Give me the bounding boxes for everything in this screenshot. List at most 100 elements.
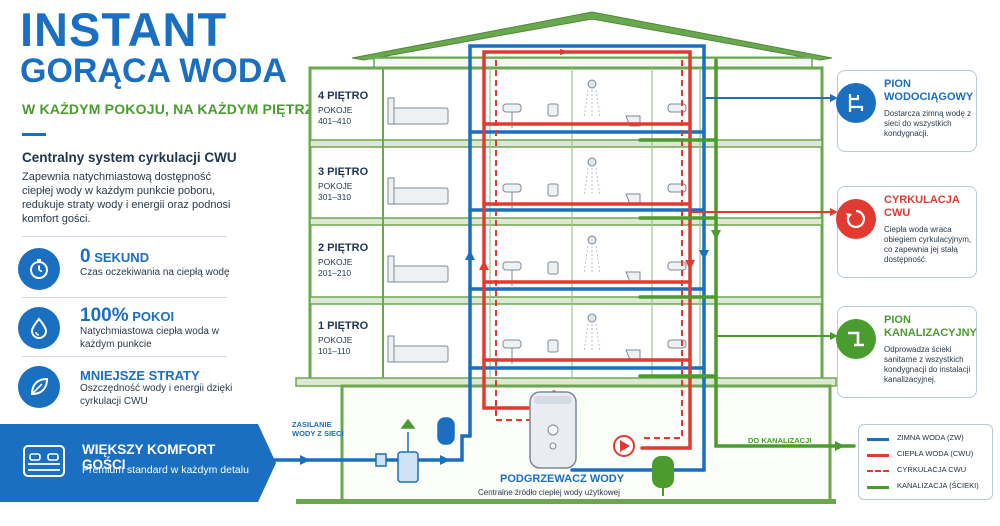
- floor-name: 4 PIĘTRO: [318, 90, 369, 102]
- card-title: CYRKULACJA CWU: [884, 194, 960, 219]
- fixtures-floor-1: [387, 313, 687, 364]
- bed-headboard: [387, 255, 395, 283]
- stopwatch-icon: [18, 248, 60, 290]
- water-heater-tank: [529, 391, 577, 469]
- supply-label: ZASILANIE WODY Z SIECI: [292, 420, 344, 438]
- feature-label: MNIEJSZE STRATY: [80, 368, 200, 383]
- rooms-range: 201–210: [318, 268, 352, 278]
- divider: [22, 236, 227, 237]
- banner-subtitle: Premium standard w każdym detalu: [82, 464, 249, 476]
- sink-icon: [502, 103, 522, 113]
- page-title-line1: INSTANT: [20, 3, 228, 56]
- feature-less-waste: MNIEJSZE STRATY Oszczędność wody i energ…: [18, 364, 238, 416]
- fixtures-floor-3: [387, 157, 687, 208]
- rooms-label: POKOJE: [318, 105, 353, 115]
- legend-item: ZIMNA WODA (ZW): [867, 433, 992, 445]
- leaf-icon: [18, 366, 60, 408]
- sink-icon: [667, 261, 687, 271]
- bed-icon: [387, 265, 449, 283]
- legend: ZIMNA WODA (ZW) CIEPŁA WODA (CWU) CYRKUL…: [858, 424, 993, 500]
- banner-title: WIĘKSZY KOMFORT GOŚCI: [82, 442, 216, 472]
- shower-icon: [587, 157, 597, 167]
- room-dividers: [489, 68, 701, 378]
- feature-label: POKOI: [128, 309, 175, 324]
- divider: [22, 356, 227, 357]
- card-body: Ciepła woda wraca obiegiem cyrkulacyjnym…: [884, 225, 972, 264]
- feature-label: SEKUND: [90, 250, 150, 265]
- legend-swatch: [867, 438, 889, 441]
- water-filter: [397, 418, 419, 483]
- legend-label: CYRKULACJA CWU: [897, 465, 967, 474]
- legend-label: KANALIZACJA (ŚCIEKI): [897, 481, 979, 490]
- legend-item: KANALIZACJA (ŚCIEKI): [867, 481, 992, 493]
- roof: [351, 11, 833, 61]
- fixtures-floor-4: [387, 79, 687, 128]
- feature-number: 0: [80, 246, 91, 267]
- sewage-arrows: [711, 230, 845, 451]
- floor-name: 2 PIĘTRO: [318, 242, 369, 254]
- bed-headboard: [387, 335, 395, 363]
- legend-item: CIEPŁA WODA (CWU): [867, 449, 992, 461]
- card-connectors: [690, 94, 838, 340]
- bed-icon: [22, 444, 66, 483]
- ground: [296, 499, 836, 504]
- page-title-line2: GORĄCA WODA: [20, 52, 287, 90]
- hot-water-arrows: [479, 49, 695, 270]
- drain-pipe-icon: [836, 319, 876, 359]
- feature-all-rooms: 100% POKOI Natychmiastowa ciepła woda w …: [18, 305, 238, 357]
- feature-desc: Oszczędność wody i energii dzięki cyrkul…: [80, 383, 233, 407]
- fixtures-floor-2: [387, 235, 687, 286]
- legend-label: ZIMNA WODA (ZW): [897, 433, 964, 442]
- accent-rule: [22, 133, 46, 136]
- sink-icon: [502, 339, 522, 349]
- expansion-tank: [437, 417, 455, 445]
- rooms-range: 301–310: [318, 192, 352, 202]
- feature-number: 100%: [80, 305, 129, 326]
- floor-name: 3 PIĘTRO: [318, 166, 369, 178]
- legend-swatch: [867, 454, 889, 457]
- rooms-range: 101–110: [318, 346, 351, 356]
- intro-body: Zapewnia natychmiastową dostępność ciepł…: [22, 171, 231, 225]
- bed-headboard: [387, 177, 395, 205]
- floor-name: 1 PIĘTRO: [318, 320, 369, 332]
- rooms-label: POKOJE: [318, 257, 353, 267]
- valve-icon: [375, 453, 387, 467]
- rooms-label: POKOJE: [318, 181, 353, 191]
- legend-item: CYRKULACJA CWU: [867, 465, 992, 477]
- feature-desc: Czas oczekiwania na ciepłą wodę: [80, 267, 230, 278]
- bed-icon: [387, 345, 449, 363]
- bed-icon: [387, 187, 449, 205]
- divider: [22, 297, 227, 298]
- feature-desc: Natychmiastowa ciepła woda w każdym punk…: [80, 326, 219, 350]
- sewage-pipes: [638, 58, 856, 448]
- shower-icon: [587, 235, 597, 245]
- card-title: PION KANALIZACYJNY: [884, 314, 977, 339]
- circulation-pump-icon: [613, 435, 635, 457]
- banner-arrow: [258, 424, 276, 502]
- sink-icon: [667, 183, 687, 193]
- card-cold-water-riser: PION WODOCIĄGOWY Dostarcza zimną wodę z …: [836, 70, 977, 152]
- heater-title: PODGRZEWACZ WODY: [500, 473, 625, 485]
- card-sewage-riser: PION KANALIZACYJNY Odprowadza ścieki san…: [836, 306, 977, 398]
- pipe-riser-icon: [836, 83, 876, 123]
- shower-icon: [587, 313, 597, 323]
- legend-swatch: [867, 486, 889, 489]
- sink-icon: [502, 183, 522, 193]
- shower-sprays: [583, 89, 601, 353]
- sewage-tank: [652, 456, 674, 496]
- water-drop-icon: [18, 307, 60, 349]
- sewage-label: DO KANALIZACJI: [748, 436, 812, 445]
- card-body: Odprowadza ścieki sanitarne z wszystkich…: [884, 345, 971, 384]
- legend-swatch: [867, 470, 889, 472]
- circulation-pipes: [495, 60, 683, 439]
- page-subtitle: W KAŻDYM POKOJU, NA KAŻDYM PIĘTRZE: [22, 101, 324, 117]
- basement: [340, 384, 832, 504]
- legend-label: CIEPŁA WODA (CWU): [897, 449, 974, 458]
- floor-slabs: [295, 139, 837, 387]
- bed-headboard: [387, 97, 395, 125]
